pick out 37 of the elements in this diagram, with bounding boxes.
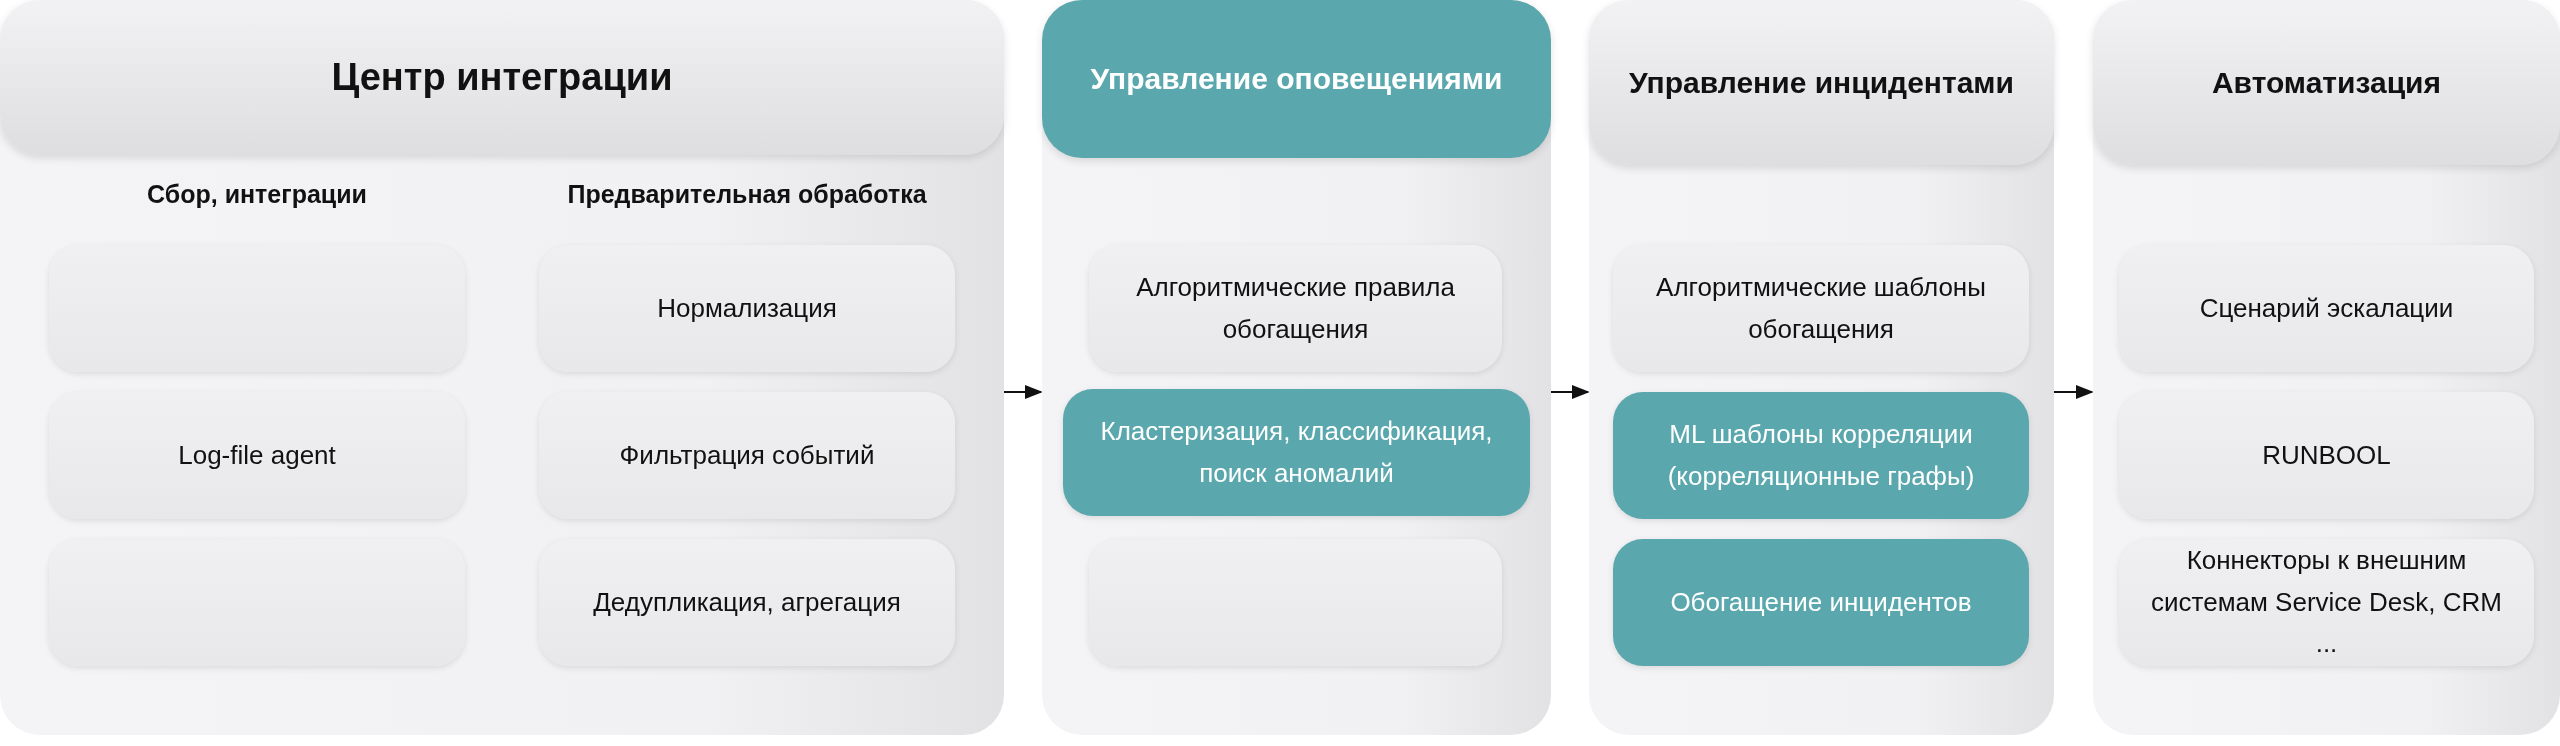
process-box: [1063, 389, 1530, 516]
panel-card: [1042, 0, 1551, 735]
box-text: Кластеризация, классификация, поиск аномалий: [1099, 414, 1494, 490]
process-box: [1089, 245, 1502, 372]
box-text: Фильтрация событий: [619, 438, 875, 472]
column-heading: Сбор, интеграции: [147, 180, 367, 209]
panel-card: [2093, 0, 2560, 735]
box-text: Дедупликация, агрегация: [593, 585, 901, 619]
arrow: [1003, 384, 1043, 400]
process-box: [539, 392, 955, 519]
box-text: ML шаблоны корреляции (корреляционные графы): [1666, 417, 1976, 493]
arrow: [1550, 384, 1590, 400]
panel-card: [1589, 0, 2054, 735]
panel-header: Управление оповещениями: [1042, 0, 1551, 158]
process-box: [1613, 392, 2029, 519]
process-box: [539, 539, 955, 666]
panel-card: [0, 0, 1004, 735]
process-box: [2119, 539, 2534, 666]
box-text: RUNBOOL: [2262, 438, 2391, 472]
process-box: [539, 245, 955, 372]
box-text: Алгоритмические правила обогащения: [1135, 270, 1456, 346]
column-heading: Предварительная обработка: [567, 180, 927, 209]
box-text: Алгоритмические шаблоны обогащения: [1655, 270, 1987, 346]
arrow: [2053, 384, 2094, 400]
box-text: Нормализация: [657, 291, 837, 325]
box-text: Коннекторы к внешним системам Service Desk, CRM ...: [2150, 544, 2503, 661]
process-box: [1089, 539, 1502, 666]
panel-header: Центр интеграции: [0, 0, 1004, 155]
box-text: Сценарий эскалации: [2199, 291, 2454, 325]
panel-header: Автоматизация: [2093, 0, 2560, 165]
process-box: [2119, 245, 2534, 372]
panel-header: Управление инцидентами: [1589, 0, 2054, 165]
box-text: Log-file agent: [178, 438, 336, 472]
process-box: [1613, 539, 2029, 666]
box-text: Обогащение инцидентов: [1670, 585, 1972, 619]
process-box: [2119, 392, 2534, 519]
process-box: [1613, 245, 2029, 372]
